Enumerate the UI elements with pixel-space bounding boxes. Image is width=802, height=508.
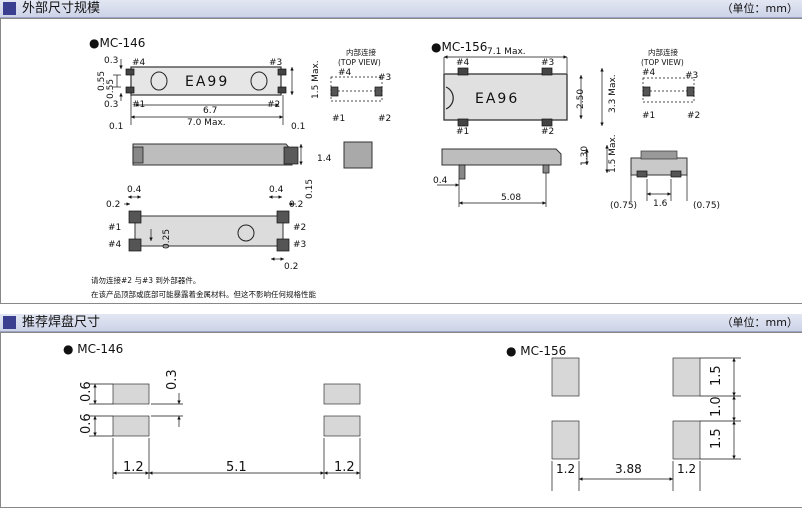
dimension-label: 0.3 xyxy=(104,100,118,110)
dimension-label: 0.2 xyxy=(284,262,298,272)
dimension-label: 0.2 xyxy=(289,200,303,210)
mc156-model-label: ●MC-156 xyxy=(431,40,487,54)
mc146-pad-1 xyxy=(125,86,135,94)
mc146-pad-3 xyxy=(277,68,287,76)
pin-label: #4 xyxy=(108,240,122,250)
pin-label: #3 xyxy=(293,240,306,250)
dimension-label: 1.2 xyxy=(123,460,144,475)
pads146-model-label: ● MC-146 xyxy=(63,342,123,356)
dimension-label: 0.1 xyxy=(291,122,305,132)
pads156-model-label: ● MC-156 xyxy=(506,344,566,358)
pin-label: #2 xyxy=(267,100,280,110)
pin-label: #2 xyxy=(378,114,391,124)
pin-label: #1 xyxy=(642,111,655,121)
mc146-end-view xyxy=(343,141,373,169)
mc156-marking: EA96 xyxy=(475,91,519,107)
external-dimensions-drawing: ●MC-146 EA99 ●MC-156 EA96 #4 #3 #1 #2 0.… xyxy=(89,36,720,272)
pad146-tr xyxy=(323,383,361,405)
dimension-label: 0.55 xyxy=(97,71,107,91)
external-dimensions-panel: ●MC-146 EA99 ●MC-156 EA96 #4 #3 #1 #2 0.… xyxy=(0,18,802,304)
pin-label: #1 xyxy=(456,127,469,137)
dimension-label: 0.4 xyxy=(433,176,448,186)
dimension-label: 1.5 xyxy=(709,428,724,449)
mc146-pad-2 xyxy=(277,86,287,94)
pad156-tr xyxy=(672,357,701,397)
pin-label: #4 xyxy=(132,58,146,68)
section-header-external-dimensions: 外部尺寸规模 （单位：mm） xyxy=(0,0,802,18)
mc146-marking: EA99 xyxy=(185,74,229,90)
pin-label: #4 xyxy=(338,68,352,78)
pad146-tl xyxy=(112,383,150,405)
dimension-label: 3.3 Max. xyxy=(608,74,618,113)
dimension-label: (0.75) xyxy=(693,201,720,211)
section-title: 推荐焊盘尺寸 xyxy=(22,315,101,330)
dimension-label: 1.0 xyxy=(709,396,724,417)
section-marker-icon xyxy=(3,316,16,329)
section-header-pad-dimensions: 推荐焊盘尺寸 （单位：mm） xyxy=(0,314,802,332)
dimension-label: 1.5 xyxy=(709,365,724,386)
internal-connection-caption: 内部连接 xyxy=(346,47,376,57)
dimension-label: 1.4 xyxy=(317,154,332,164)
pin-label: #4 xyxy=(456,58,470,68)
pin-label: #2 xyxy=(293,223,306,233)
dimension-label: 0.3 xyxy=(104,56,118,66)
dimension-label: 2.50 xyxy=(576,89,586,109)
dimension-label: 0.15 xyxy=(305,179,315,199)
pin-label: #1 xyxy=(132,100,145,110)
dimension-label: 7.1 Max. xyxy=(487,47,526,57)
dimension-label: 0.55 xyxy=(106,79,116,99)
pin-label: #2 xyxy=(541,127,554,137)
dimension-label: 0.4 xyxy=(127,185,142,195)
mc146-pad-4 xyxy=(125,68,135,76)
pad146-bl xyxy=(112,415,150,437)
dimension-label: 1.6 xyxy=(653,199,668,209)
pad156-bl xyxy=(551,420,580,460)
note-line-1: 请勿连接#2 与#3 到外部器件。 xyxy=(91,276,201,285)
dimension-label: 0.2 xyxy=(106,200,120,210)
dimension-label: 0.6 xyxy=(79,413,94,434)
dimension-label: 5.08 xyxy=(501,193,521,203)
dimension-label: 1.2 xyxy=(556,462,575,476)
top-view-caption: (TOP VIEW) xyxy=(641,58,684,67)
dimension-label: 1.30 xyxy=(580,146,590,166)
top-view-caption: (TOP VIEW) xyxy=(338,58,381,67)
dimension-label: 1.5 Max. xyxy=(608,134,618,173)
pin-label: #2 xyxy=(687,111,700,121)
pin-label: #3 xyxy=(541,58,554,68)
section-marker-icon xyxy=(3,2,16,15)
dimension-label: 6.7 xyxy=(203,106,217,116)
dimension-label: 1.2 xyxy=(677,462,696,476)
pad156-br xyxy=(672,420,701,460)
pad146-br xyxy=(323,415,361,437)
unit-label: （单位：mm） xyxy=(721,2,798,15)
dimension-label: 0.25 xyxy=(162,229,172,249)
dimension-label: 1.5 Max. xyxy=(311,60,321,99)
dimension-label: 3.88 xyxy=(615,462,642,476)
section-title: 外部尺寸规模 xyxy=(22,1,101,16)
pin-label: #1 xyxy=(332,114,345,124)
internal-connection-caption: 内部连接 xyxy=(648,47,678,57)
dimension-label: 7.0 Max. xyxy=(187,118,226,128)
pin-label: #1 xyxy=(108,223,121,233)
pin-label: #4 xyxy=(642,68,656,78)
pad-dimensions-drawing: ● MC-146 ● MC-156 1.2 5.1 1.2 1.2 3.88 1… xyxy=(63,342,741,491)
mc146-pin1-mark xyxy=(150,71,168,91)
note-line-2: 在该产品顶部或底部可能暴露着金属材料。但这不影响任何规格性能 xyxy=(91,290,316,299)
mc156-body-top xyxy=(443,73,568,121)
pin-label: #3 xyxy=(378,73,391,83)
dimension-label: 0.1 xyxy=(109,122,123,132)
pad156-tl xyxy=(551,357,580,397)
dimension-label: 0.3 xyxy=(165,369,180,390)
unit-label: （单位：mm） xyxy=(721,316,798,329)
pin-label: #3 xyxy=(269,58,282,68)
pin-label: #3 xyxy=(685,71,698,81)
dimension-label: 0.4 xyxy=(269,185,284,195)
pad-dimensions-panel: ● MC-146 ● MC-156 1.2 5.1 1.2 1.2 3.88 1… xyxy=(0,332,802,508)
mc146-body-top xyxy=(130,66,282,96)
dimension-label: 1.2 xyxy=(334,460,355,475)
mc146-model-label: ●MC-146 xyxy=(89,36,145,50)
dimension-label: 5.1 xyxy=(226,460,247,475)
dimension-label: 0.6 xyxy=(79,381,94,402)
dimension-label: (0.75) xyxy=(610,201,637,211)
